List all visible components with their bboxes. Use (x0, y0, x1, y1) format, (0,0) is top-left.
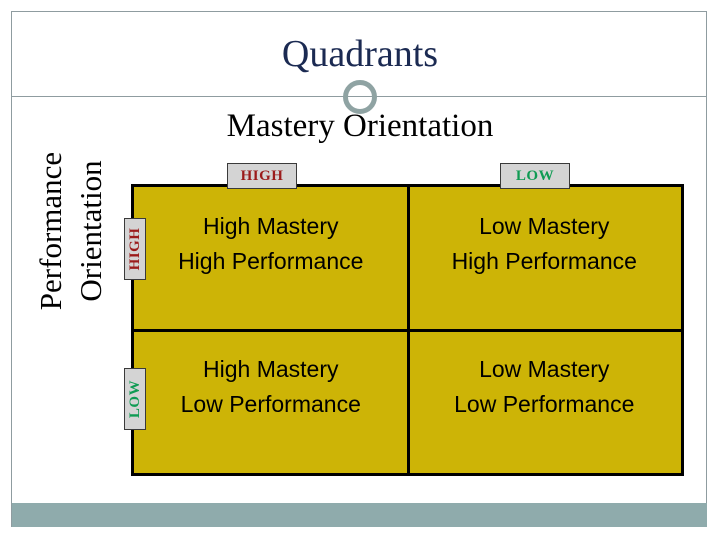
slide-title: Quadrants (281, 33, 439, 75)
column-axis-title: Mastery Orientation (226, 108, 494, 144)
quadrant-cell-line-1: Low Mastery (479, 213, 610, 239)
quadrant-cell-line-2: Low Performance (180, 391, 361, 417)
quadrant-cell-line-1: High Mastery (203, 213, 339, 239)
row-axis-chip-low: LOW (124, 368, 146, 430)
matrix-horizontal-divider (134, 329, 681, 332)
circle-ring-icon (343, 80, 377, 114)
quadrant-cell-line-2: Low Performance (454, 391, 635, 417)
row-axis-chip-high: HIGH (124, 218, 146, 280)
quadrant-cell-line-1: High Mastery (203, 356, 339, 382)
row-axis-title: Performance Orientation (26, 86, 116, 376)
quadrant-cell-bottom-right[interactable]: Low Mastery Low Performance (408, 330, 682, 473)
quadrant-cell-top-right[interactable]: Low Mastery High Performance (408, 187, 682, 330)
column-axis-chip-high: HIGH (227, 163, 297, 189)
row-axis-title-line-2: Orientation (73, 160, 108, 302)
quadrant-cell-line-1: Low Mastery (479, 356, 610, 382)
quadrant-cell-top-left[interactable]: High Mastery High Performance (134, 187, 408, 330)
row-axis-title-line-1: Performance (33, 151, 68, 311)
footer-accent-bar (12, 503, 707, 527)
quadrant-cell-line-2: High Performance (178, 248, 364, 274)
quadrant-cell-bottom-left[interactable]: High Mastery Low Performance (134, 330, 408, 473)
column-axis-chip-low: LOW (500, 163, 570, 189)
quadrant-matrix: High Mastery High Performance Low Master… (131, 184, 684, 476)
quadrant-cell-line-2: High Performance (451, 248, 637, 274)
